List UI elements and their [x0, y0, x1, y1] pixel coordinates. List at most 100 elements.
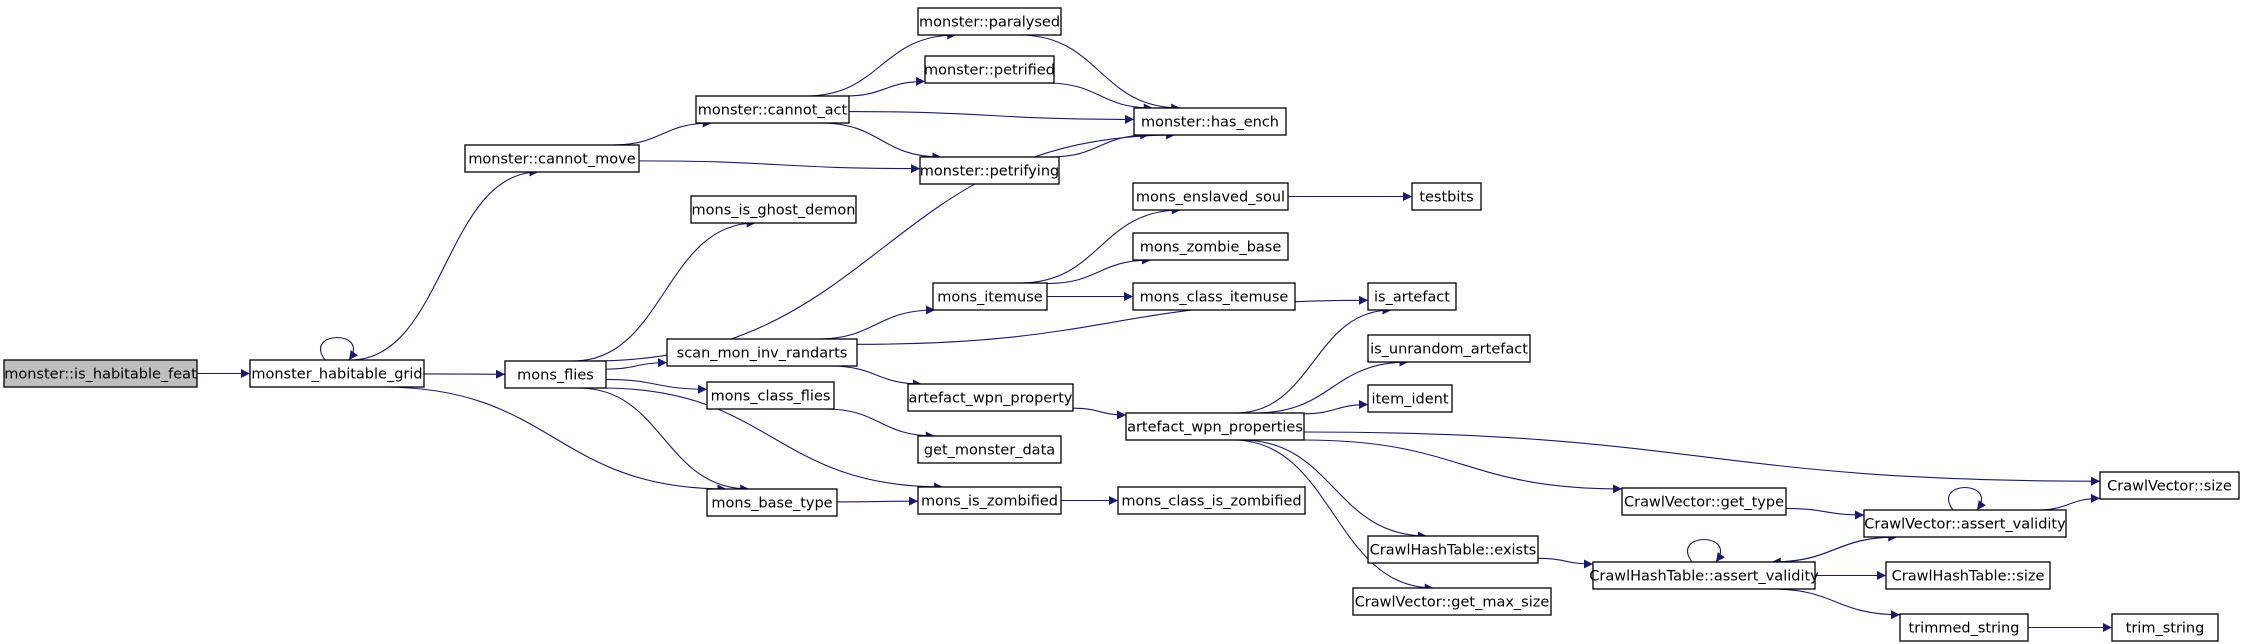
edge-cannot-move-to-cannot-act — [612, 118, 712, 146]
node-label: mons_class_is_zombified — [1121, 494, 1301, 510]
edge-artefact-wpn-properties-to-cv-size — [1303, 431, 2101, 486]
node-label: monster::petrifying — [920, 164, 1059, 180]
node-is-habitable-feat[interactable]: monster::is_habitable_feat — [3, 359, 198, 388]
node-box — [917, 435, 1062, 464]
node-label: CrawlVector::size — [2107, 479, 2232, 495]
node-trim-string[interactable]: trim_string — [2111, 613, 2219, 642]
node-box — [1125, 412, 1305, 441]
edge-cv-assert-validity-to-cht-assert-validity — [1771, 536, 1898, 567]
node-label: is_unrandom_artefact — [1370, 342, 1528, 358]
node-mons-class-is-zombified[interactable]: mons_class_is_zombified — [1117, 486, 1306, 515]
node-label: monster::cannot_move — [468, 152, 635, 168]
node-box — [1132, 182, 1289, 211]
node-mons-is-ghost-demon[interactable]: mons_is_ghost_demon — [690, 195, 857, 224]
edge-mons-flies-to-mons-is-zombified — [601, 387, 944, 492]
node-mons-class-flies[interactable]: mons_class_flies — [706, 381, 835, 410]
node-label: artefact_wpn_properties — [1127, 420, 1303, 436]
node-label: CrawlVector::assert_validity — [1864, 517, 2066, 533]
node-label: monster::cannot_act — [698, 103, 848, 119]
node-testbits[interactable]: testbits — [1411, 182, 1482, 211]
node-scan-mon-inv-randarts[interactable]: scan_mon_inv_randarts — [666, 338, 858, 367]
node-is-artefact[interactable]: is_artefact — [1367, 282, 1457, 311]
node-box — [666, 338, 858, 367]
node-label: mons_class_itemuse — [1140, 290, 1289, 306]
edge-monster-habitable-grid-to-cannot-move — [350, 167, 539, 361]
node-mons-enslaved-soul[interactable]: mons_enslaved_soul — [1132, 182, 1289, 211]
node-cht-size[interactable]: CrawlHashTable::size — [1885, 561, 2051, 590]
node-petrified[interactable]: monster::petrified — [924, 55, 1055, 84]
node-artefact-wpn-property[interactable]: artefact_wpn_property — [907, 383, 1074, 412]
node-mons-class-itemuse[interactable]: mons_class_itemuse — [1132, 282, 1296, 311]
node-box — [1367, 384, 1453, 413]
edge-petrifying-to-has-ench — [1050, 130, 1150, 158]
edge-paralysed-to-has-ench — [1019, 34, 1181, 113]
node-monster-habitable-grid[interactable]: monster_habitable_grid — [249, 359, 425, 388]
node-cv-assert-validity[interactable]: CrawlVector::assert_validity — [1863, 509, 2067, 538]
node-cannot-act[interactable]: monster::cannot_act — [695, 95, 850, 124]
node-mons-is-zombified[interactable]: mons_is_zombified — [917, 486, 1062, 515]
node-cv-size[interactable]: CrawlVector::size — [2099, 471, 2240, 500]
node-label: item_ident — [1371, 392, 1448, 408]
edge-monster-habitable-grid-to-monster-habitable-grid — [320, 336, 358, 361]
node-mons-zombie-base[interactable]: mons_zombie_base — [1132, 232, 1289, 261]
node-box — [706, 488, 838, 517]
node-cv-get-max-size[interactable]: CrawlVector::get_max_size — [1352, 587, 1552, 616]
node-mons-itemuse[interactable]: mons_itemuse — [932, 282, 1048, 311]
node-label: get_monster_data — [924, 443, 1055, 459]
node-label: monster::is_habitable_feat — [4, 367, 197, 383]
node-label: testbits — [1419, 190, 1473, 206]
node-trimmed-string[interactable]: trimmed_string — [1899, 613, 2029, 642]
node-has-ench[interactable]: monster::has_ench — [1133, 107, 1287, 136]
node-label: mons_is_zombified — [921, 494, 1058, 510]
node-get-monster-data[interactable]: get_monster_data — [917, 435, 1062, 464]
node-item-ident[interactable]: item_ident — [1367, 384, 1453, 413]
edge-mons-flies-to-mons-class-flies — [605, 378, 708, 394]
node-box — [1367, 282, 1457, 311]
node-paralysed[interactable]: monster::paralysed — [917, 7, 1062, 36]
node-is-unrandom-artefact[interactable]: is_unrandom_artefact — [1367, 334, 1531, 363]
node-box — [695, 95, 850, 124]
edge-monster-habitable-grid-to-mons-base-type — [382, 386, 727, 494]
node-label: trim_string — [2126, 621, 2205, 637]
edge-cv-get-type-to-cv-assert-validity — [1785, 507, 1865, 520]
edge-cannot-move-to-petrifying — [638, 160, 921, 174]
node-petrifying[interactable]: monster::petrifying — [919, 156, 1060, 185]
node-box — [924, 55, 1055, 84]
node-label: artefact_wpn_property — [909, 391, 1073, 407]
node-label: is_artefact — [1374, 290, 1450, 306]
node-label: monster::paralysed — [919, 15, 1060, 31]
node-box — [932, 282, 1048, 311]
node-label: monster_habitable_grid — [251, 367, 422, 383]
edge-scan-mon-inv-randarts-to-mons-itemuse — [816, 305, 936, 340]
node-label: CrawlVector::get_type — [1624, 495, 1784, 511]
node-label: CrawlVector::get_max_size — [1355, 595, 1550, 611]
node-box — [1899, 613, 2029, 642]
node-box — [1411, 182, 1482, 211]
node-cv-get-type[interactable]: CrawlVector::get_type — [1621, 487, 1787, 516]
edge-artefact-wpn-properties-to-is-unrandom-artefact — [1255, 357, 1409, 414]
node-box — [2099, 471, 2240, 500]
node-label: scan_mon_inv_randarts — [677, 346, 848, 362]
edge-mons-class-flies-to-get-monster-data — [825, 408, 935, 441]
node-artefact-wpn-properties[interactable]: artefact_wpn_properties — [1125, 412, 1305, 441]
node-box — [1621, 487, 1787, 516]
node-box — [919, 156, 1060, 185]
edge-mons-flies-to-mons-base-type — [578, 387, 750, 494]
node-box — [1863, 509, 2067, 538]
node-label: mons_is_ghost_demon — [692, 203, 856, 219]
edge-cht-exists-to-cht-assert-validity — [1537, 557, 1594, 569]
node-mons-flies[interactable]: mons_flies — [504, 360, 607, 389]
node-cht-exists[interactable]: CrawlHashTable::exists — [1367, 535, 1539, 564]
node-mons-base-type[interactable]: mons_base_type — [706, 488, 838, 517]
node-cht-assert-validity[interactable]: CrawlHashTable::assert_validity — [1589, 561, 1819, 590]
edge-cv-assert-validity-to-cv-assert-validity — [1948, 486, 1986, 511]
edge-mons-flies-to-scan-mon-inv-randarts — [605, 358, 668, 370]
node-label: monster::petrified — [924, 63, 1055, 79]
node-box — [249, 359, 425, 388]
node-box — [1592, 561, 1816, 590]
node-box — [1132, 232, 1289, 261]
node-box — [504, 360, 607, 389]
node-cannot-move[interactable]: monster::cannot_move — [464, 144, 640, 173]
edge-cht-assert-validity-to-trimmed-string — [1771, 588, 1901, 620]
